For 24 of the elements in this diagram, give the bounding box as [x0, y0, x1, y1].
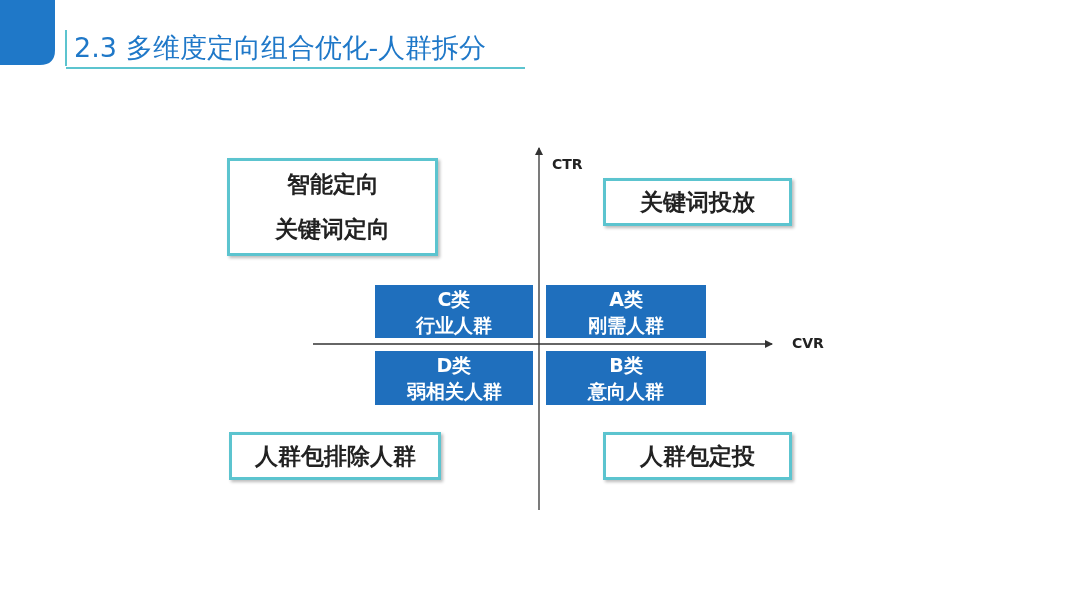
segment-name: 行业人群	[416, 312, 492, 337]
strategy-text: 人群包定投	[640, 441, 755, 471]
segment-name: 意向人群	[588, 379, 664, 403]
strategy-text: 人群包排除人群	[254, 441, 416, 471]
axis-label: CTR	[552, 156, 583, 172]
segment-box	[546, 285, 706, 338]
strategy-text: 关键词投放	[640, 187, 755, 217]
segment-class: C类	[437, 286, 471, 311]
strategy-text: 关键词定向	[275, 215, 390, 244]
strategy-box	[603, 178, 792, 226]
segment-name: 刚需人群	[588, 312, 664, 337]
strategy-text: 智能定向	[286, 170, 379, 199]
segment-box	[375, 285, 533, 338]
strategy-box	[229, 432, 441, 480]
segment-box	[375, 351, 533, 405]
segment-class: A类	[609, 286, 643, 311]
axis-label: CVR	[792, 335, 824, 351]
segment-name: 弱相关人群	[406, 379, 502, 403]
strategy-box	[603, 432, 792, 480]
slide-title: 2.3 多维度定向组合优化-人群拆分	[74, 31, 487, 65]
segment-class: B类	[609, 353, 643, 377]
segment-class: D类	[436, 353, 472, 377]
segment-box	[546, 351, 706, 405]
strategy-box	[227, 158, 438, 256]
